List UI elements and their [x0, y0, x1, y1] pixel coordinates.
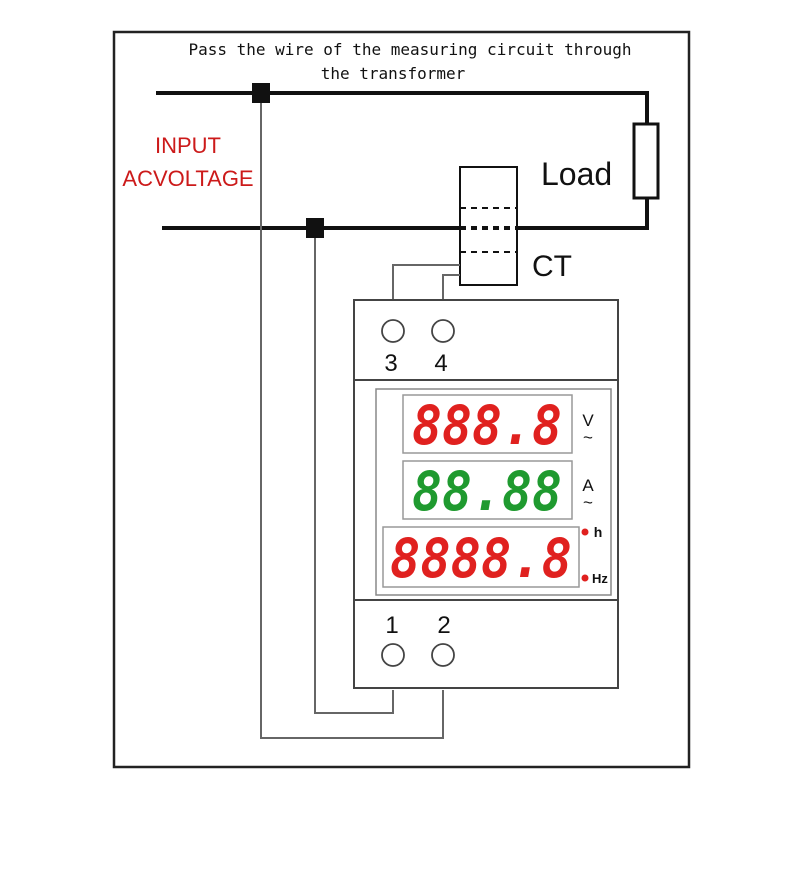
- input-label-line-1: INPUT: [155, 133, 221, 158]
- terminal-1-label: 1: [385, 612, 398, 639]
- ct-label: CT: [532, 250, 572, 283]
- diagram-frame: [112, 30, 691, 769]
- load-label: Load: [541, 156, 612, 192]
- input-label-line-2: ACVOLTAGE: [122, 166, 253, 191]
- terminal-1-screw: [381, 643, 405, 667]
- junction-top: [252, 83, 270, 103]
- energy-unit-bottom: Hz: [592, 571, 608, 586]
- voltage-unit: V: [582, 411, 594, 430]
- terminal-4-screw: [431, 319, 455, 343]
- terminal-2-label: 2: [437, 612, 450, 639]
- junction-bottom: [306, 218, 324, 238]
- terminal-4-label: 4: [434, 350, 447, 377]
- current-transformer: [459, 166, 518, 286]
- energy-unit-top: h: [594, 524, 603, 540]
- instruction-line-2: the transformer: [321, 64, 466, 83]
- load-resistor: [632, 122, 660, 200]
- current-unit: A: [582, 476, 594, 495]
- terminal-3-label: 3: [384, 350, 397, 377]
- hz-indicator-dot: [581, 574, 589, 582]
- current-digits: 88.88: [412, 460, 562, 523]
- terminal-2-screw: [431, 643, 455, 667]
- terminal-wires: [260, 103, 460, 739]
- voltage-digits: 888.8: [412, 394, 562, 457]
- current-display-window: [402, 460, 573, 520]
- current-ac-symbol: ~: [583, 493, 593, 512]
- voltage-display-window: [402, 394, 573, 454]
- energy-digits: 8888.8: [390, 527, 572, 590]
- kwh-indicator-dot: [581, 528, 589, 536]
- energy-display-window: [382, 526, 580, 588]
- instruction-line-1: Pass the wire of the measuring circuit t…: [188, 40, 631, 59]
- voltage-ac-symbol: ~: [583, 428, 593, 447]
- terminal-3-screw: [381, 319, 405, 343]
